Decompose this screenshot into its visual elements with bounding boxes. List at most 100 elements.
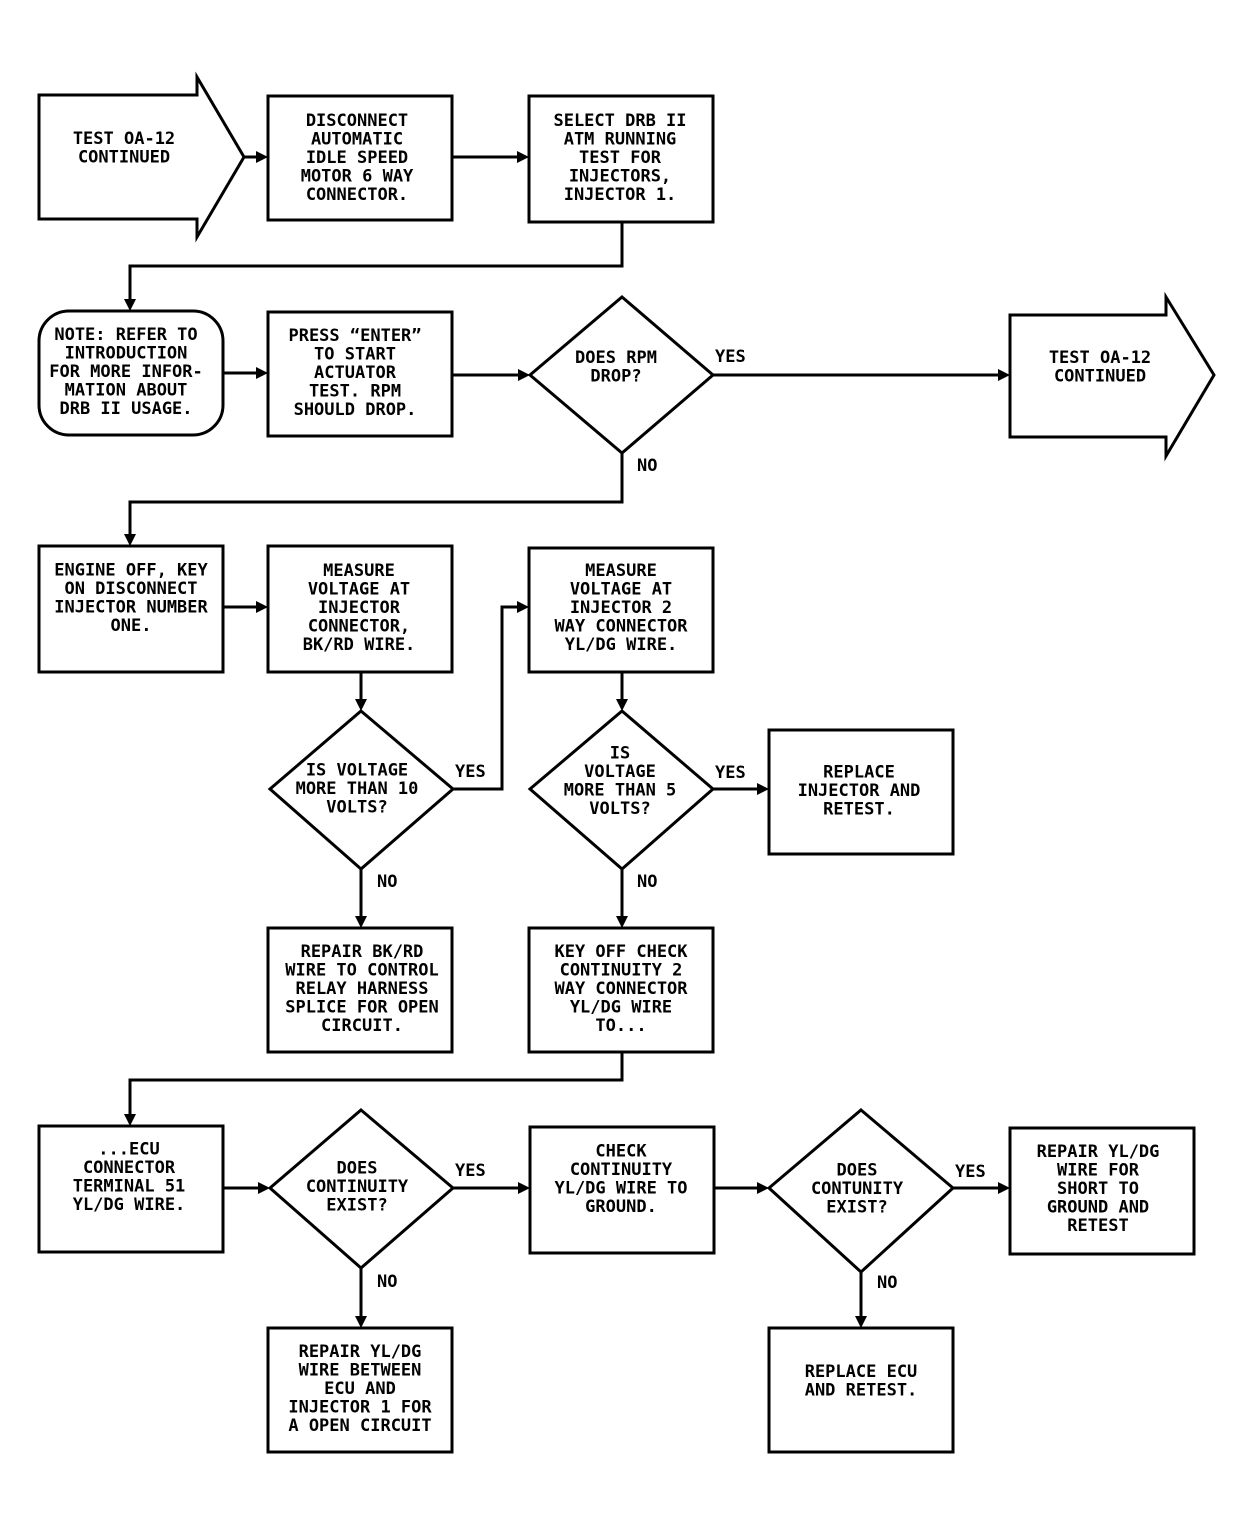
node-text-line: PRESS “ENTER” [288,326,421,346]
node-text-line: INJECTORS, [569,167,671,187]
node-text-line: CIRCUIT. [321,1016,403,1036]
node-text-line: EXIST? [826,1198,887,1218]
node-text-line: CONTINUED [1054,366,1146,386]
node-text-line: TEST OA-12 [73,129,175,149]
node-text-line: VOLTS? [589,799,650,819]
node-text-line: INJECTOR 1. [564,185,677,205]
node-text-line: CHECK [595,1141,647,1161]
node-text-line: IS VOLTAGE [306,761,408,781]
node-text-line: A OPEN CIRCUIT [288,1416,431,1436]
label-no-cont: NO [377,1272,397,1292]
node-text-line: ENGINE OFF, KEY [54,560,208,580]
node-text-line: RETEST [1067,1216,1128,1236]
node-text-line: SELECT DRB II [553,111,686,131]
node-text-line: IDLE SPEED [306,148,408,168]
node-text-line: ...ECU [98,1139,159,1159]
node-text-line: REPLACE [823,763,895,783]
node-text-line: MATION ABOUT [65,381,188,401]
node-text-line: ONE. [111,616,152,636]
node-text-line: CONTINUITY [306,1177,409,1197]
node-text-line: YL/DG WIRE [570,998,672,1018]
node-text-line: DOES [837,1161,878,1181]
node-text-line: VOLTAGE AT [570,580,672,600]
node-text-line: BK/RD WIRE. [303,635,416,655]
node-text-line: WIRE FOR [1057,1161,1140,1181]
node-text-line: TEST FOR [579,148,662,168]
node-text-line: SHORT TO [1057,1179,1139,1199]
connectors [124,151,1010,1328]
node-text-line: FOR MORE INFOR- [49,362,203,382]
node-text-line: GROUND AND [1047,1198,1149,1218]
node-text-line: REPAIR YL/DG [299,1342,422,1362]
node-text-line: DROP? [590,366,641,386]
node-text-line: CONNECTOR, [308,617,410,637]
node-text-line: WIRE BETWEEN [299,1361,422,1381]
node-text-line: GROUND. [585,1197,657,1217]
node-text-line: TO START [314,345,396,365]
node-text-line: VOLTAGE AT [308,580,410,600]
edge-select-to-note [128,222,624,301]
node-text-line: RELAY HARNESS [295,979,428,999]
node-text-line: DRB II USAGE. [59,399,192,419]
node-text-line: YL/DG WIRE. [73,1195,186,1215]
node-text-line: INTRODUCTION [65,344,188,364]
node-text-line: TEST OA-12 [1049,348,1151,368]
node-text-line: MOTOR 6 WAY [301,167,414,187]
node-text-line: YL/DG WIRE. [565,635,678,655]
node-text-line: AND RETEST. [805,1380,918,1400]
label-yes-volt5: YES [715,763,746,783]
node-text-line: MEASURE [585,561,657,581]
node-text-line: MORE THAN 10 [296,779,419,799]
node-text-line: REPAIR YL/DG [1037,1142,1160,1162]
node-text-line: INJECTOR 1 FOR [288,1398,432,1418]
node-text-line: SPLICE FOR OPEN [285,998,439,1018]
node-text-line: EXIST? [326,1196,387,1216]
node-text-line: WIRE TO CONTROL [285,961,439,981]
node-text-line: KEY OFF CHECK [554,942,688,962]
node-text-line: VOLTAGE [584,762,656,782]
node-text-line: INJECTOR 2 [570,598,672,618]
node-text-line: INJECTOR AND [798,781,921,801]
label-yes-rpm: YES [715,347,746,367]
label-no-contunity: NO [877,1273,897,1293]
node-text-line: VOLTS? [326,798,387,818]
node-text-line: MEASURE [323,561,395,581]
node-text-line: INJECTOR NUMBER [54,597,208,617]
label-yes-volt10: YES [455,762,486,782]
node-text-line: INJECTOR [318,598,401,618]
node-text-line: ATM RUNNING [564,130,677,150]
node-text-line: SHOULD DROP. [294,400,417,420]
